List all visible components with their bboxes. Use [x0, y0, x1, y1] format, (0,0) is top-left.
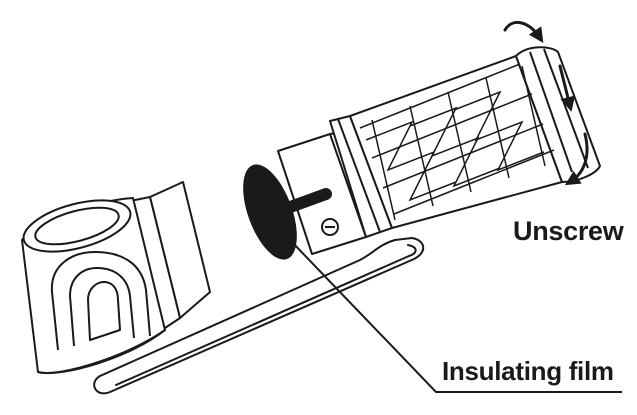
insulating-film-leader: [289, 239, 622, 393]
unscrew-label: Unscrew: [513, 216, 624, 246]
insulating-film: [243, 164, 332, 260]
knurl-pattern: [359, 63, 555, 221]
negative-terminal-icon: [321, 218, 339, 236]
insulating-film-label: Insulating film: [442, 356, 614, 386]
unscrew-arrows-icon: [503, 21, 589, 186]
pocket-clip: [93, 237, 425, 395]
flashlight-head: [21, 181, 211, 374]
